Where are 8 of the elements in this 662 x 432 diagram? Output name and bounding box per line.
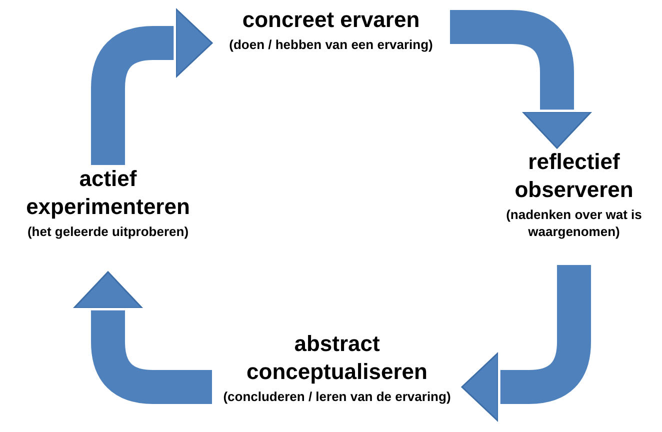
stage-title: abstract conceptualiseren bbox=[246, 330, 428, 386]
stage-description: (doen / hebben van een ervaring) bbox=[229, 36, 433, 53]
stage-title: actief experimenteren bbox=[25, 165, 191, 221]
stage-title: reflectief observeren bbox=[514, 148, 634, 204]
stage-description: (het geleerde uitproberen) bbox=[27, 223, 189, 240]
stage-description: (concluderen / leren van de ervaring) bbox=[223, 388, 451, 405]
stage-description: (nadenken over wat is waargenomen) bbox=[505, 206, 643, 240]
stage-title: concreet ervaren bbox=[242, 6, 420, 34]
